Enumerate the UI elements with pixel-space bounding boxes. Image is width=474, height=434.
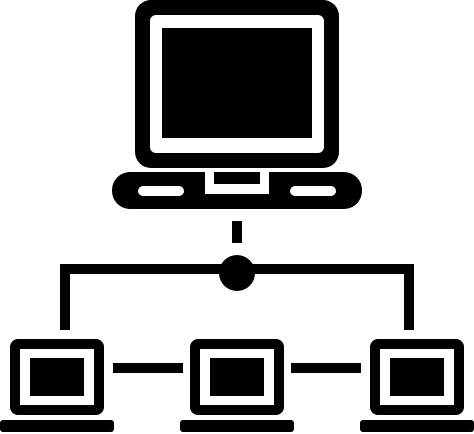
hub-node: [219, 255, 255, 291]
laptop-left-icon: [0, 339, 114, 432]
laptop-center-icon: [180, 339, 294, 432]
laptop-right-icon: [360, 339, 474, 432]
laptop-main-icon: [112, 0, 362, 209]
